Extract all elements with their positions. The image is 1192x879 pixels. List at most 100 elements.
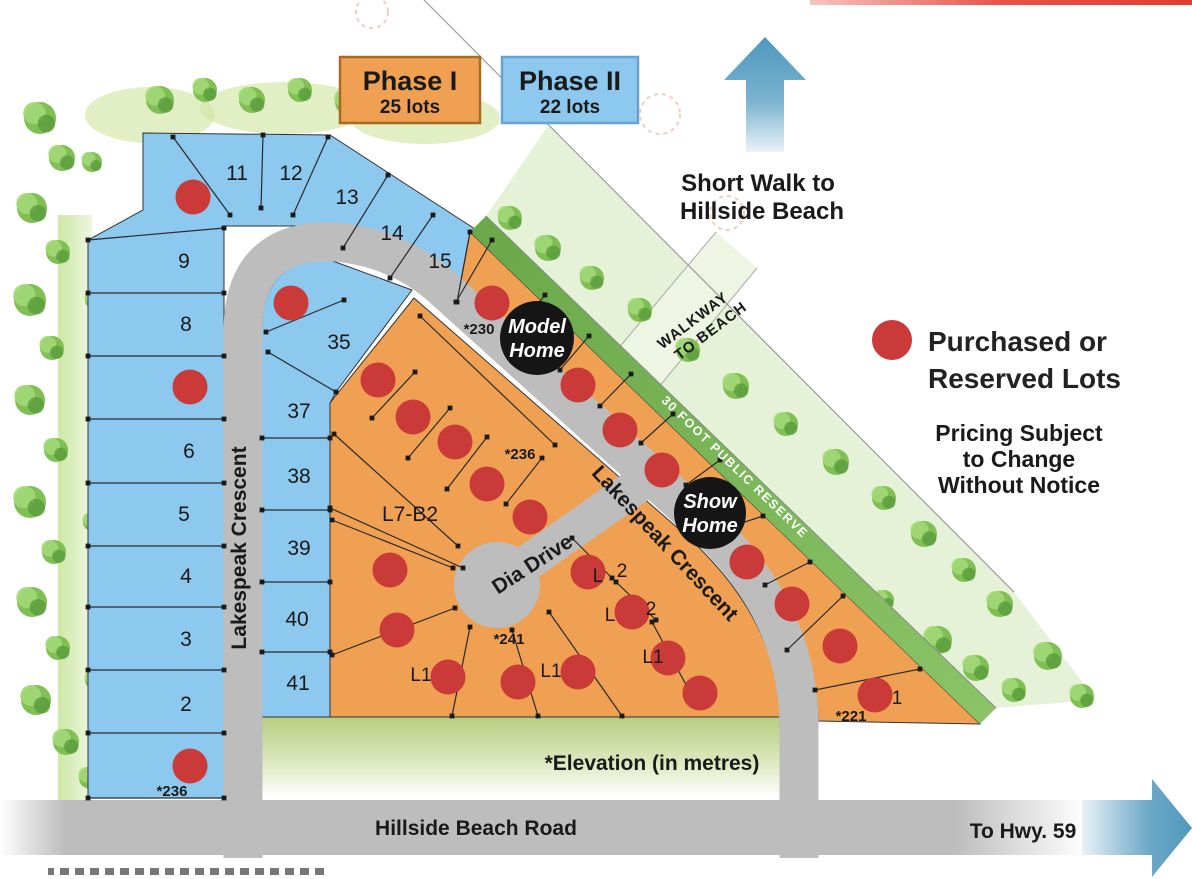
survey-vertex-dot <box>85 543 91 549</box>
reserved-lot-dot <box>857 677 893 713</box>
svg-text:2: 2 <box>617 561 628 582</box>
svg-text:L: L <box>593 566 604 587</box>
svg-text:Without Notice: Without Notice <box>938 472 1100 498</box>
survey-vertex-dot <box>221 667 227 673</box>
survey-vertex-dot <box>85 604 91 610</box>
public-reserve-strip <box>470 216 996 724</box>
survey-vertex-dot <box>613 579 619 585</box>
lot-number-labels: 11 12 13 14 15 9 8 6 5 4 3 2 35 37 38 39… <box>178 162 452 716</box>
tree-icon <box>1001 678 1026 702</box>
svg-text:41: 41 <box>286 672 309 695</box>
pricing-disclaimer: Pricing Subject to Change Without Notice <box>935 420 1103 498</box>
svg-text:*236: *236 <box>157 783 188 800</box>
partial-lot-labels: L1 L1 L1 L 2 L 2 1 <box>410 561 902 709</box>
reserved-lot-dot <box>172 369 208 405</box>
tree-icon <box>722 373 749 399</box>
survey-vertex-dot <box>170 134 176 140</box>
hwy-arrow <box>1082 779 1192 877</box>
lot-boundary-line <box>267 351 337 393</box>
survey-vertex-dot <box>509 627 515 633</box>
walkway-corridor <box>617 232 757 388</box>
survey-vertex-dot <box>329 517 335 523</box>
street-label-lakespeak-west: Lakespeak Crescent <box>228 446 251 649</box>
dia-drive-road <box>512 461 662 581</box>
tree-icon <box>773 412 798 436</box>
survey-vertex-dot <box>542 292 548 298</box>
survey-vertex-dot <box>405 455 411 461</box>
phase2-subtitle: 22 lots <box>540 97 600 118</box>
survey-vertex-dot <box>259 435 265 441</box>
lot-boundary-line <box>333 433 459 547</box>
tree-icon <box>1033 642 1062 670</box>
survey-vertex-dot <box>452 605 458 611</box>
lot-boundary-line <box>87 227 225 241</box>
phase1-title: Phase I <box>363 66 458 96</box>
survey-vertex-dot <box>327 435 333 441</box>
svg-text:12: 12 <box>279 162 302 185</box>
reserved-lot-dot <box>372 552 408 588</box>
reserved-lot-dots <box>172 179 893 784</box>
survey-vertex-dot <box>619 713 625 719</box>
tree-icon <box>16 193 47 223</box>
elevation-green-strip <box>256 715 800 797</box>
survey-vertex-dot <box>444 486 450 492</box>
svg-text:*236: *236 <box>505 446 536 463</box>
survey-vertex-dot <box>430 212 436 218</box>
survey-vertex-dot <box>546 609 552 615</box>
tree-icon <box>48 145 75 171</box>
reserved-lot-dot <box>570 554 606 590</box>
survey-vertex-dot <box>85 237 91 243</box>
lot-boundary-line <box>371 371 416 419</box>
svg-text:Home: Home <box>682 515 738 537</box>
survey-vertex-dot <box>327 505 333 511</box>
street-label-hillside: Hillside Beach Road <box>375 817 577 840</box>
survey-vertex-dot <box>221 480 227 486</box>
svg-text:13: 13 <box>335 186 358 209</box>
lot-boundary-line <box>559 335 590 371</box>
survey-vertex-dot <box>85 795 91 801</box>
lot-boundary-line <box>331 519 454 569</box>
survey-vertex-dot <box>670 411 676 417</box>
survey-vertex-dot <box>290 212 296 218</box>
faint-dashed-circles <box>355 0 745 231</box>
reserved-lot-dot <box>500 664 536 700</box>
tree-icon <box>43 438 68 462</box>
north-arrow: Short Walk to Hillside Beach <box>680 37 844 225</box>
tree-icon <box>534 235 561 261</box>
svg-text:6: 6 <box>183 440 195 463</box>
reserved-lot-dot <box>360 362 396 398</box>
svg-text:15: 15 <box>428 250 451 273</box>
survey-vertex-dot <box>385 172 391 178</box>
survey-vertex-dot <box>552 442 558 448</box>
short-walk-line2: Hillside Beach <box>680 198 844 225</box>
reserved-lot-dot <box>614 594 650 630</box>
lot-boundary-line <box>685 459 721 486</box>
survey-vertex-dot <box>221 730 227 736</box>
lot-boundary-line <box>342 174 389 249</box>
svg-text:5: 5 <box>178 503 190 526</box>
survey-vertex-dot <box>467 229 473 235</box>
svg-text:38: 38 <box>287 465 310 488</box>
survey-vertex-dot <box>221 604 227 610</box>
svg-text:Model: Model <box>508 316 566 338</box>
top-red-bar <box>810 0 1192 5</box>
lot-boundary-line <box>456 231 471 303</box>
lot-boundary-line <box>419 315 556 446</box>
survey-vertex-dot <box>417 313 423 319</box>
survey-vertex-dot <box>762 582 768 588</box>
survey-vertex-dot <box>449 713 455 719</box>
tree-icon <box>871 486 896 510</box>
survey-vertex-dot <box>717 457 723 463</box>
survey-vertex-dot <box>221 290 227 296</box>
reserved-lot-dot <box>474 285 510 321</box>
survey-vertex-dot <box>807 559 813 565</box>
cutoff-caption-sliver <box>48 868 328 875</box>
tree-icon <box>45 240 70 264</box>
survey-vertex-dot <box>569 535 575 541</box>
survey-vertex-dot <box>221 225 227 231</box>
tree-icon <box>13 284 46 316</box>
tree-icon <box>287 78 312 102</box>
show-home-marker: Show Home <box>674 477 746 549</box>
survey-vertex-dot <box>535 713 541 719</box>
svg-text:Pricing Subject: Pricing Subject <box>935 420 1103 446</box>
